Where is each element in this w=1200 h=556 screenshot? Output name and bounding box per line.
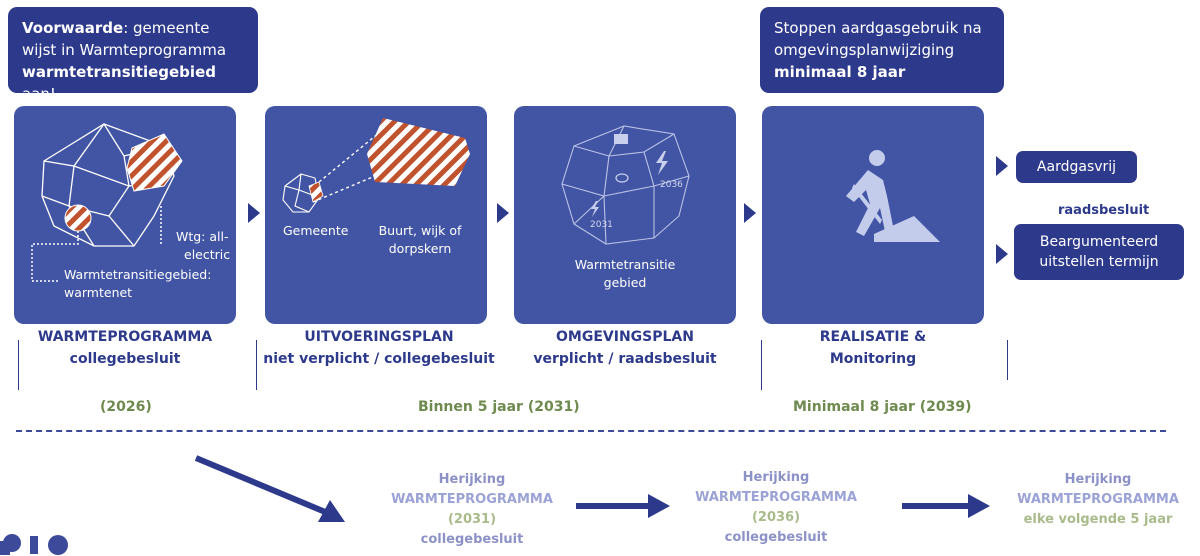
card-uitvoeringsplan: Gemeente Buurt, wijk of dorpskern (265, 106, 487, 324)
subtitle-uitvoeringsplan: niet verplicht / collegebesluit (263, 351, 495, 367)
stop-gas-text: Stoppen aardgasgebruik na omgevingsplanw… (774, 19, 982, 59)
step-title-omgevingsplan: OMGEVINGSPLAN verplicht / raadsbesluit (514, 326, 736, 370)
step-title-realisatie: REALISATIE & Monitoring (762, 326, 984, 370)
uitstellen-l2: uitstellen termijn (1039, 254, 1159, 270)
subtitle-omgevingsplan: verplicht / raadsbesluit (533, 351, 717, 367)
separator-line (761, 340, 762, 390)
condition-text: : gemeente wijst in Warmteprogramma (22, 19, 227, 59)
separator-line (1007, 340, 1008, 380)
year-label-2026: (2026) (100, 399, 152, 415)
stop-gas-duration: minimaal 8 jaar (774, 63, 906, 81)
recalibration-2031: Herijking WARMTEPROGRAMMA (2031) college… (368, 470, 576, 550)
card-omgevingsplan: 2036 2031 Warmtetransitie gebied (514, 106, 736, 324)
year-2031-label: 2031 (590, 220, 613, 230)
title-warmteprogramma: WARMTEPROGRAMMA (37, 329, 213, 345)
recalibration-2036: Herijking WARMTEPROGRAMMA (2036) college… (672, 468, 880, 548)
recal-year: (2031) (447, 512, 497, 527)
label-wtg-l1: Warmtetransitie (574, 257, 676, 272)
label-wtg-gebied-l1: Warmtetransitiegebied: (64, 267, 212, 282)
pio-logo (0, 534, 68, 555)
separator-line (256, 340, 257, 390)
condition-label: Voorwaarde (22, 19, 124, 37)
recal-label: Herijking (742, 470, 810, 485)
triangle-right-icon (996, 244, 1008, 264)
recal-label: Herijking (438, 472, 506, 487)
label-wtg-l1: Wtg: all- (176, 229, 229, 244)
subtitle-realisatie: Monitoring (829, 351, 917, 367)
recal-year: (2036) (751, 510, 801, 525)
condition-term: warmtetransitiegebied (22, 63, 216, 81)
triangle-right-icon (497, 203, 509, 223)
label-wtg-gebied-l2: warmtenet (64, 285, 133, 300)
stop-gas-note: Stoppen aardgasgebruik na omgevingsplanw… (760, 7, 1004, 93)
condition-note: Voorwaarde: gemeente wijst in Warmteprog… (8, 7, 258, 103)
polyhedron-map-icon (31, 122, 183, 282)
card-realisatie (762, 106, 984, 324)
title-realisatie: REALISATIE & (819, 329, 927, 345)
separator-line (18, 340, 19, 390)
recal-title: WARMTEPROGRAMMA (391, 492, 553, 507)
label-buurt-l1: Buurt, wijk of (378, 223, 462, 238)
recal-decision: collegebesluit (420, 532, 524, 547)
raadsbesluit-label: raadsbesluit (1058, 203, 1150, 218)
card-warmteprogramma: Wtg: all- electric Warmtetransitiegebied… (14, 106, 236, 324)
recalibration-next: Herijking WARMTEPROGRAMMA elke volgende … (996, 470, 1200, 530)
year-2036-label: 2036 (660, 180, 683, 190)
recal-label: Herijking (1064, 472, 1132, 487)
worker-shovel-icon (846, 150, 940, 242)
label-wtg-l2: gebied (603, 275, 647, 290)
year-label-2031: Binnen 5 jaar (2031) (418, 399, 580, 415)
aardgasvrij-badge: Aardgasvrij (1016, 151, 1137, 183)
condition-end: aan! (22, 85, 56, 103)
zoned-map-icon (561, 125, 690, 245)
title-omgevingsplan: OMGEVINGSPLAN (556, 329, 694, 345)
recal-interval: elke volgende 5 jaar (1023, 512, 1173, 527)
triangle-right-icon (744, 203, 756, 223)
label-wtg-l2: electric (184, 247, 231, 262)
uitstellen-badge: Beargumenteerd uitstellen termijn (1014, 224, 1184, 280)
uitstellen-l1: Beargumenteerd (1039, 234, 1159, 250)
recal-title: WARMTEPROGRAMMA (1017, 492, 1179, 507)
title-uitvoeringsplan: UITVOERINGSPLAN (304, 329, 454, 345)
dashed-divider (16, 430, 1166, 432)
step-title-uitvoeringsplan: UITVOERINGSPLAN niet verplicht / college… (255, 326, 503, 370)
year-label-2039: Minimaal 8 jaar (2039) (793, 399, 972, 415)
recal-title: WARMTEPROGRAMMA (695, 490, 857, 505)
triangle-right-icon (996, 156, 1008, 176)
step-title-warmteprogramma: WARMTEPROGRAMMA collegebesluit (14, 326, 236, 370)
label-gemeente: Gemeente (283, 223, 349, 238)
label-buurt-l2: dorpskern (388, 241, 452, 256)
subtitle-warmteprogramma: collegebesluit (69, 351, 181, 367)
recal-decision: collegebesluit (724, 530, 828, 545)
zoom-map-icon (282, 118, 470, 213)
triangle-right-icon (248, 203, 260, 223)
